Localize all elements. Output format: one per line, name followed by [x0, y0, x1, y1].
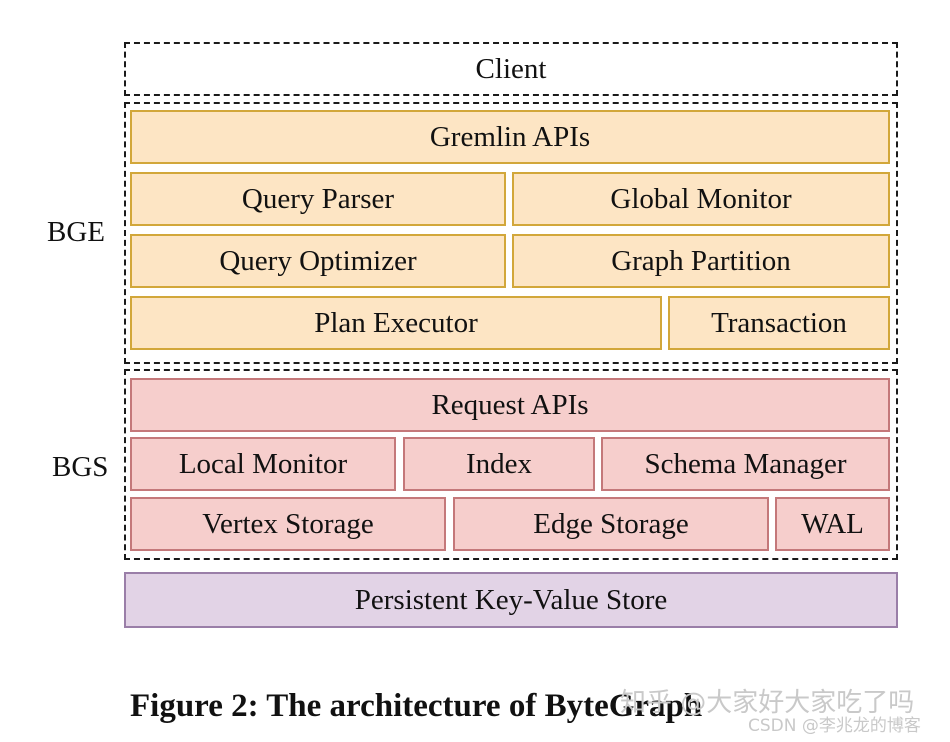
graph-partition-label: Graph Partition [611, 244, 791, 277]
vertex-storage-label: Vertex Storage [202, 507, 374, 540]
client-label: Client [475, 52, 547, 85]
edge-storage-box: Edge Storage [453, 497, 769, 551]
bge-label: BGE [47, 216, 105, 248]
query-parser-label: Query Parser [241, 182, 395, 215]
bge-container [124, 102, 898, 364]
index-box: Index [403, 437, 595, 491]
edge-storage-label: Edge Storage [533, 507, 689, 540]
vertex-storage-box: Vertex Storage [130, 497, 446, 551]
wal-label: WAL [801, 507, 864, 540]
plan-executor-label: Plan Executor [314, 306, 478, 339]
request-apis-box: Request APIs [130, 378, 890, 432]
request-apis-label: Request APIs [431, 388, 589, 421]
figure-caption: Figure 2: The architecture of ByteGraph [130, 688, 703, 724]
global-monitor-box: Global Monitor [512, 172, 890, 226]
query-parser-box: Query Parser [130, 172, 506, 226]
schema-manager-label: Schema Manager [644, 447, 847, 480]
transaction-label: Transaction [711, 306, 847, 339]
wal-box: WAL [775, 497, 890, 551]
kv-store-label: Persistent Key-Value Store [354, 583, 668, 616]
local-monitor-label: Local Monitor [178, 447, 348, 480]
plan-executor-box: Plan Executor [130, 296, 662, 350]
query-optimizer-label: Query Optimizer [219, 244, 417, 277]
transaction-box: Transaction [668, 296, 890, 350]
local-monitor-box: Local Monitor [130, 437, 396, 491]
kv-store-box: Persistent Key-Value Store [124, 572, 898, 628]
graph-partition-box: Graph Partition [512, 234, 890, 288]
schema-manager-box: Schema Manager [601, 437, 890, 491]
watermark-zhihu: 知乎 @大家好大家吃了吗 [620, 688, 915, 718]
index-label: Index [465, 447, 533, 480]
gremlin-apis-label: Gremlin APIs [429, 120, 591, 153]
bgs-container [124, 369, 898, 560]
query-optimizer-box: Query Optimizer [130, 234, 506, 288]
bgs-label: BGS [52, 451, 109, 483]
watermark-csdn: CSDN @李兆龙的博客 [748, 716, 921, 736]
gremlin-apis-box: Gremlin APIs [130, 110, 890, 164]
global-monitor-label: Global Monitor [610, 182, 792, 215]
client-box: Client [124, 42, 898, 96]
